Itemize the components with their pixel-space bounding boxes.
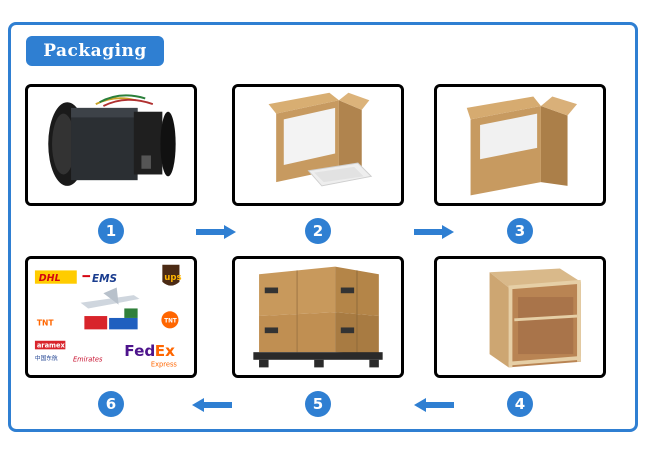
step-number-5: 5 — [305, 391, 331, 417]
aramex-logo: aramex — [37, 341, 66, 349]
carriers-collage: DHL EMS ups TNT TNT aramex 中国东航 Emirates… — [29, 259, 193, 375]
dhl-logo: DHL — [39, 273, 61, 284]
box-foam-illustration — [236, 87, 400, 203]
arrow-right-icon — [196, 225, 236, 239]
section-title: Packaging — [26, 36, 164, 66]
arrow-left-icon — [192, 398, 232, 412]
packed-box-illustration — [438, 87, 602, 203]
tnt-small-logo: TNT — [164, 319, 177, 325]
step-number-1: 1 — [98, 218, 124, 244]
ups-logo: ups — [164, 273, 181, 283]
step-number-4: 4 — [507, 391, 533, 417]
arrow-left-icon — [414, 398, 454, 412]
arrow-right-icon — [414, 225, 454, 239]
ems-logo: EMS — [92, 273, 117, 285]
fedex-ex-logo: Ex — [155, 342, 175, 360]
pallet-illustration — [236, 259, 400, 375]
step-number-6: 6 — [98, 391, 124, 417]
wooden-crate-illustration — [438, 259, 602, 375]
emirates-logo: Emirates — [73, 356, 103, 364]
step-number-3: 3 — [507, 218, 533, 244]
step-1-image-motor — [25, 84, 197, 206]
step-2-image-box-with-foam — [232, 84, 404, 206]
fedex-fed-logo: Fed — [124, 342, 155, 360]
step-3-image-packed-box — [434, 84, 606, 206]
step-4-image-wooden-crate — [434, 256, 606, 378]
tnt-logo: TNT — [37, 319, 55, 328]
packaging-panel — [8, 22, 638, 432]
step-6-image-shipping-carriers: DHL EMS ups TNT TNT aramex 中国东航 Emirates… — [25, 256, 197, 378]
fedex-express-logo: Express — [151, 360, 177, 368]
step-number-2: 2 — [305, 218, 331, 244]
china-eastern-logo: 中国东航 — [35, 354, 58, 362]
motor-illustration — [29, 87, 193, 203]
step-5-image-pallet — [232, 256, 404, 378]
